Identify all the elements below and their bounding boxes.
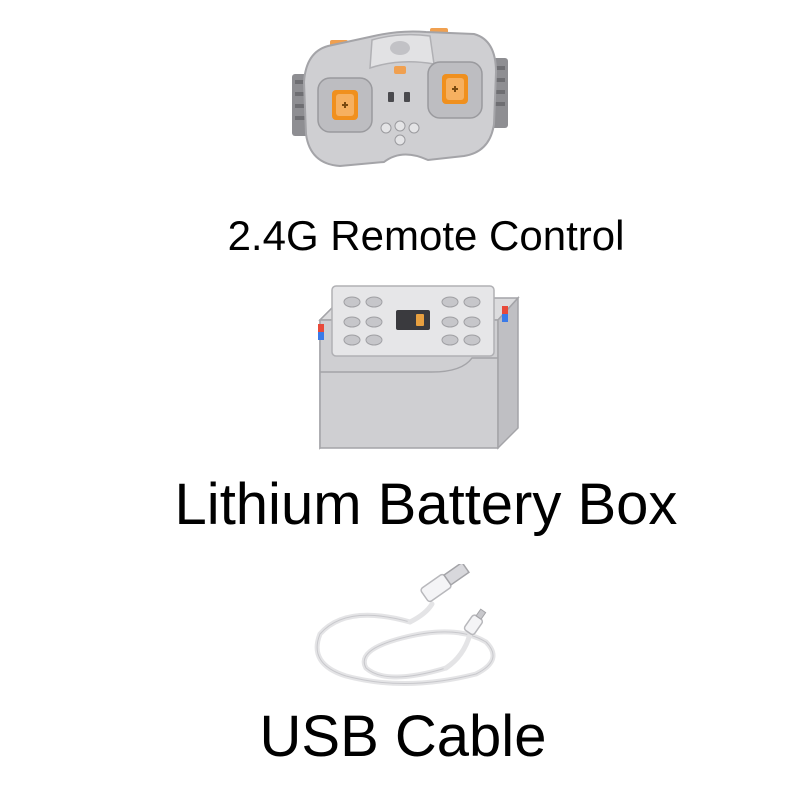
usb-cable-illustration	[314, 564, 496, 686]
remote-control-label: 2.4G Remote Control	[227, 212, 625, 259]
remote-control-illustration	[292, 28, 508, 168]
battery-box-illustration	[318, 285, 520, 450]
battery-box-label: Lithium Battery Box	[174, 472, 678, 537]
usb-cable-label: USB Cable	[259, 704, 547, 769]
